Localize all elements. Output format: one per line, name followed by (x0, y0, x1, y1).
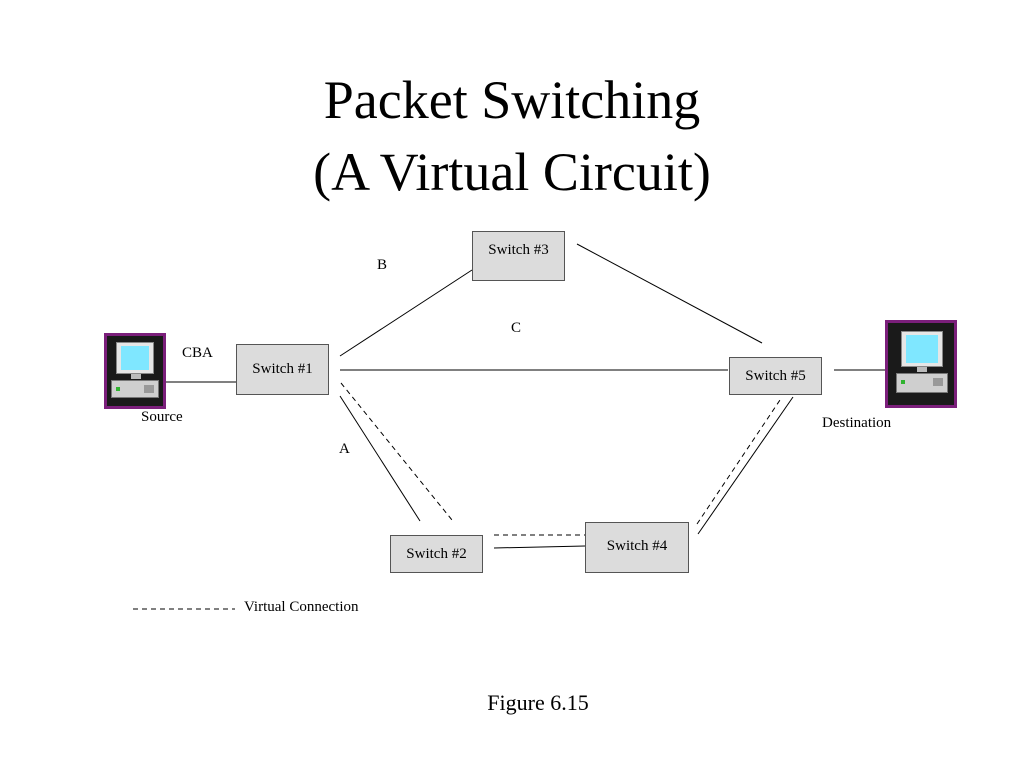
source-label: Source (141, 409, 183, 425)
path-label-b: B (377, 257, 388, 273)
path-label-a: A (339, 441, 350, 457)
destination-label: Destination (822, 415, 892, 431)
title-line-1: Packet Switching (323, 70, 701, 130)
switch-1-label: Switch #1 (252, 361, 313, 377)
title-line-2: (A Virtual Circuit) (313, 142, 711, 202)
switch-4-node: Switch #4 (585, 522, 689, 573)
virtual-link-switch4-switch5 (696, 396, 783, 525)
link-switch1-switch3 (339, 269, 473, 357)
virtual-link-switch1-switch2 (340, 382, 453, 521)
path-label-c: C (511, 320, 522, 336)
switch-3-node: Switch #3 (472, 231, 565, 281)
slide-title: Packet Switching (A Virtual Circuit) (0, 64, 1024, 208)
switch-2-label: Switch #2 (406, 545, 467, 562)
switch-1-node: Switch #1 (236, 344, 329, 395)
destination-computer-icon (885, 320, 957, 408)
figure-caption: Figure 6.15 (487, 690, 589, 715)
link-switch2-switch4 (493, 545, 586, 549)
packets-label: CBA (182, 345, 213, 361)
switch-5-label: Switch #5 (745, 367, 806, 384)
link-switch3-switch5 (576, 243, 763, 344)
switch-5-node: Switch #5 (729, 357, 822, 395)
switch-4-label: Switch #4 (606, 538, 668, 554)
source-computer-icon (104, 333, 166, 409)
legend-label: Virtual Connection (244, 599, 359, 615)
switch-2-node: Switch #2 (390, 535, 483, 573)
link-switch1-switch2 (339, 395, 421, 522)
link-switch4-switch5 (697, 396, 794, 535)
switch-3-label: Switch #3 (488, 241, 549, 258)
